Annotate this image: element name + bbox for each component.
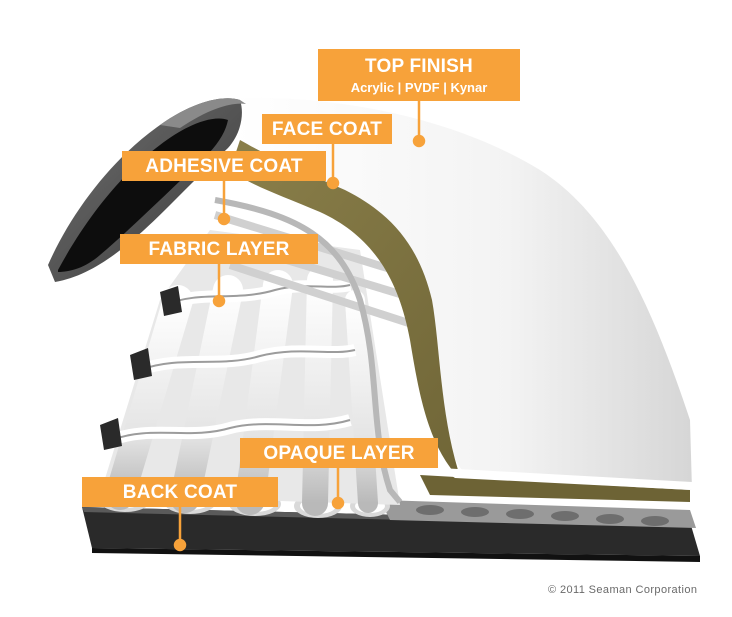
opaque-layer	[380, 500, 696, 528]
top-finish-subtitle: Acrylic | PVDF | Kynar	[350, 80, 488, 95]
back-coat-label: BACK COAT	[82, 477, 278, 507]
copyright-notice: © 2011 Seaman Corporation	[548, 584, 698, 596]
fabric-layer-text: FABRIC LAYER	[148, 239, 290, 260]
leader-lines	[173, 101, 426, 552]
face-coat-text: FACE COAT	[271, 119, 383, 140]
face-coat-label: FACE COAT	[262, 114, 392, 144]
top-finish-label: TOP FINISH Acrylic | PVDF | Kynar	[318, 49, 520, 101]
fabric-layer-label: FABRIC LAYER	[120, 234, 318, 264]
back-coat-text: BACK COAT	[122, 482, 238, 503]
top-finish-title: TOP FINISH	[365, 56, 473, 77]
fabric-weave	[100, 211, 432, 516]
adhesive-coat-label: ADHESIVE COAT	[122, 151, 326, 181]
adhesive-coat-text: ADHESIVE COAT	[145, 156, 303, 177]
opaque-layer-label: OPAQUE LAYER	[240, 438, 438, 468]
opaque-layer-text: OPAQUE LAYER	[263, 443, 415, 464]
face-coat-layer	[230, 140, 692, 502]
